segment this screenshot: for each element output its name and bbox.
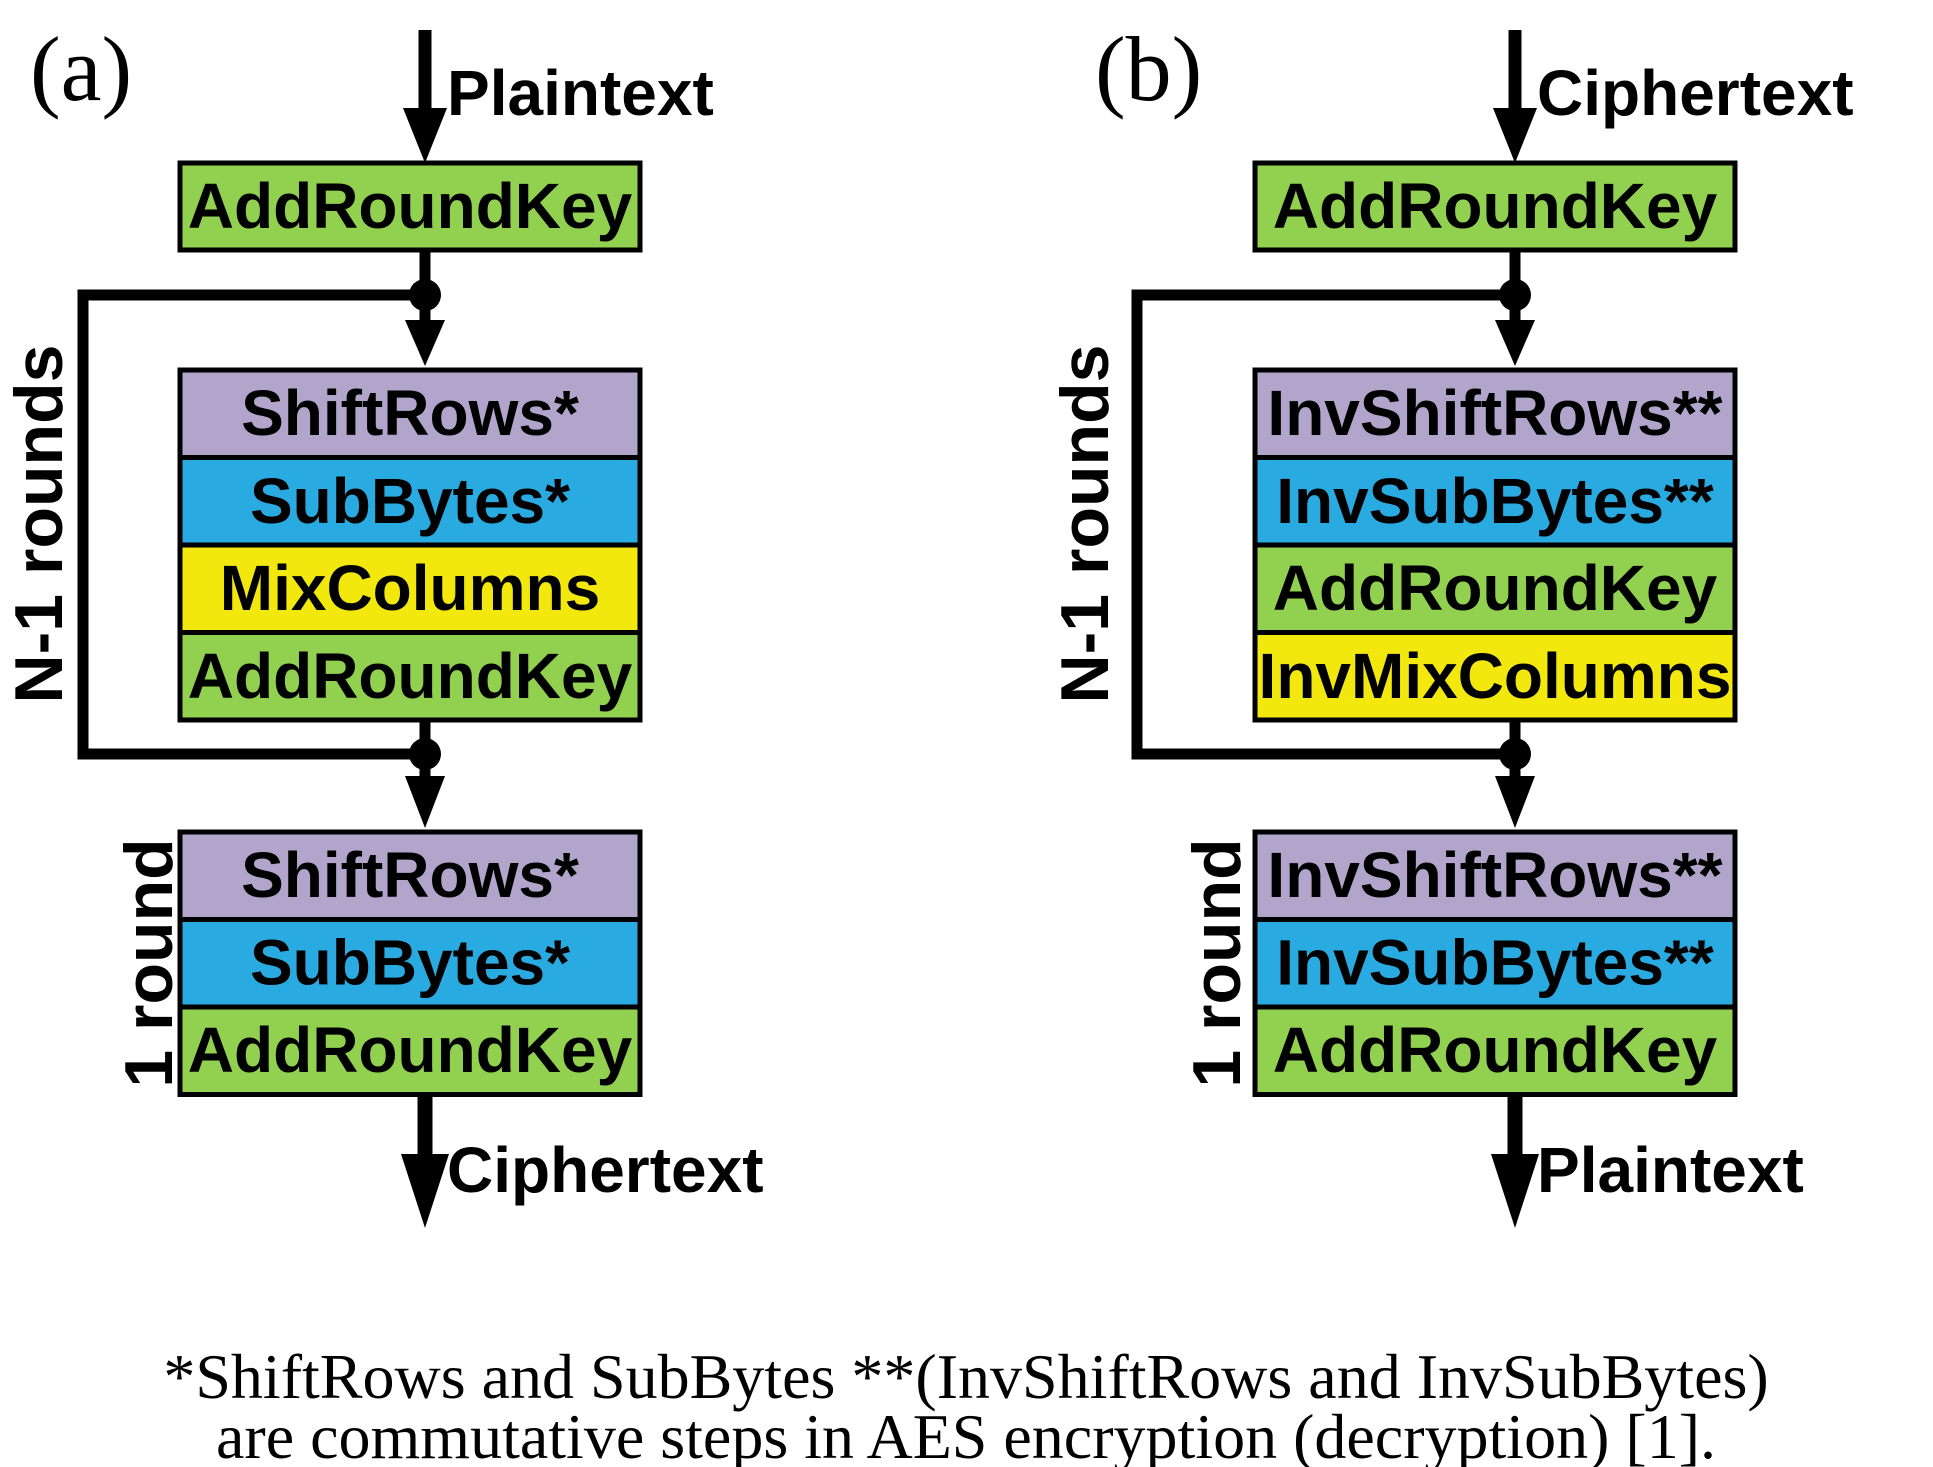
junction-dot-b-1 [1499,279,1531,311]
initial-box-label-b: AddRoundKey [1273,170,1718,242]
final-box-subbytes-label-a: SubBytes* [250,927,570,999]
junction-dot-b-2 [1499,738,1531,770]
footnote-line-2: are commutative steps in AES encryption … [216,1401,1716,1467]
loop-box-invshiftrows-label-b: InvShiftRows** [1267,377,1722,449]
loop-box-invmixcolumns-b [1252,630,1738,723]
input-label-a: Plaintext [447,57,714,129]
loop-path-a [77,289,425,760]
initial-box-a [177,160,643,253]
loop-box-mixcolumns-label-a: MixColumns [220,552,600,624]
loop-path-b [1131,289,1515,760]
initial-box-label-a: AddRoundKey [188,170,633,242]
final-box-shiftrows-label-a: ShiftRows* [241,839,579,911]
input-label-b: Ciphertext [1537,57,1854,129]
final-box-addroundkey-label-b: AddRoundKey [1273,1014,1718,1086]
footnote: *ShiftRows and SubBytes **(InvShiftRows … [163,1341,1768,1467]
final-box-addroundkey-label-a: AddRoundKey [188,1014,633,1086]
footnote-line-1: *ShiftRows and SubBytes **(InvShiftRows … [163,1341,1768,1412]
loop-box-addroundkey-label-a: AddRoundKey [188,640,633,712]
output-arrowhead-icon-b [1491,1154,1539,1228]
round-arrowhead-icon-a-2 [405,776,445,828]
loop-box-subbytes-label-a: SubBytes* [250,465,570,537]
figure-label-b: (b) [1095,18,1202,120]
final-round-label-a: 1 round [111,838,187,1087]
input-arrowhead-icon-a [403,108,447,163]
loop-box-invsubbytes-label-b: InvSubBytes** [1276,465,1714,537]
loop-box-invmixcolumns-label-b: InvMixColumns [1259,640,1732,712]
final-box-shiftrows-a [177,829,643,922]
round-arrowhead-icon-b-1 [1495,320,1535,366]
round-arrowhead-icon-a-1 [405,320,445,366]
figure-label-a: (a) [30,18,132,120]
round-arrowhead-icon-b-2 [1495,776,1535,828]
output-label-a: Ciphertext [447,1134,764,1206]
output-arrowhead-icon-a [401,1154,449,1228]
final-box-invshiftrows-b [1252,829,1738,922]
loop-box-addroundkey-label-b: AddRoundKey [1273,552,1718,624]
loop-box-invshiftrows-b [1252,367,1738,460]
initial-box-b [1252,160,1738,253]
final-box-addroundkey-b [1252,1004,1738,1097]
panel-b-decryption: (b) Ciphertext AddRoundKey N-1 rounds In… [1047,18,1854,1228]
final-box-subbytes-a [177,917,643,1010]
junction-dot-a-2 [409,738,441,770]
loop-box-shiftrows-label-a: ShiftRows* [241,377,579,449]
panel-a-encryption: (a) Plaintext AddRoundKey N-1 rounds Shi… [1,18,764,1228]
final-box-invsubbytes-b [1252,917,1738,1010]
final-box-invsubbytes-label-b: InvSubBytes** [1276,927,1714,999]
loop-box-addroundkey-b [1252,542,1738,635]
loop-box-addroundkey-a [177,630,643,723]
loop-label-b: N-1 rounds [1047,345,1123,704]
final-round-label-b: 1 round [1179,838,1255,1087]
final-box-addroundkey-a [177,1004,643,1097]
junction-dot-a-1 [409,279,441,311]
output-label-b: Plaintext [1537,1134,1804,1206]
loop-box-invsubbytes-b [1252,455,1738,548]
input-arrowhead-icon-b [1493,108,1537,163]
loop-label-a: N-1 rounds [1,345,77,704]
loop-box-subbytes-a [177,455,643,548]
final-box-invshiftrows-label-b: InvShiftRows** [1267,839,1722,911]
